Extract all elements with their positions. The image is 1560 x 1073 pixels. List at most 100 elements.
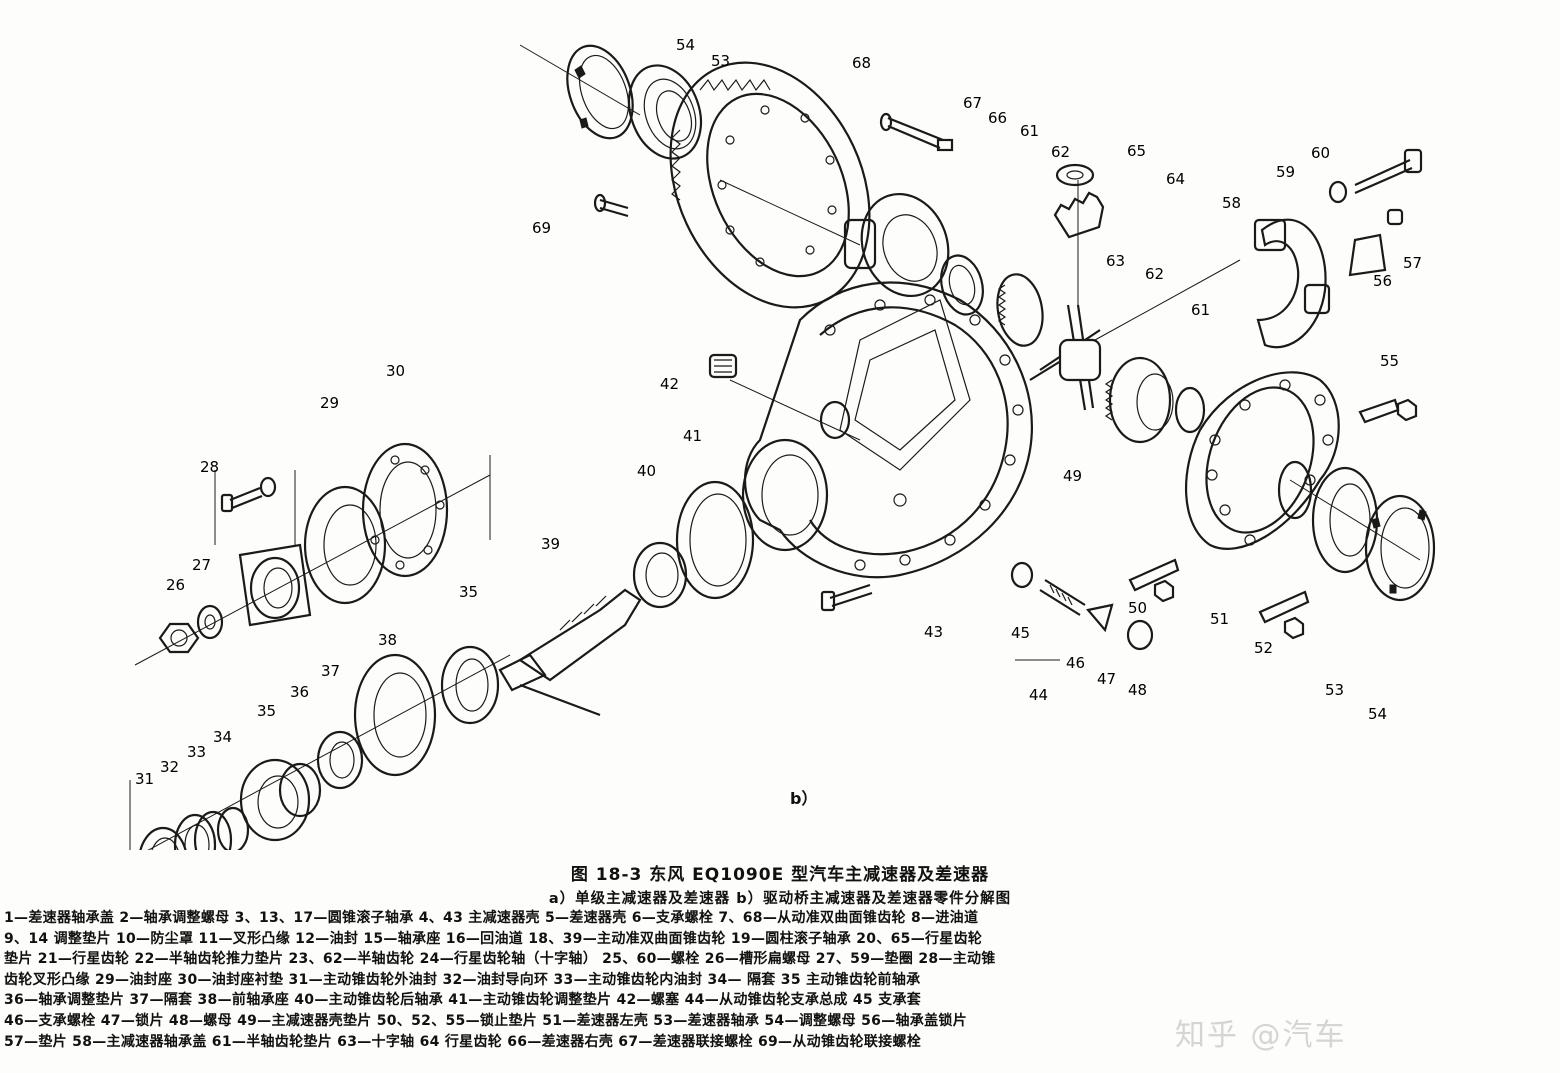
label-54-right: 54 xyxy=(1368,705,1387,723)
shim-36 xyxy=(278,762,322,818)
bolt-69 xyxy=(593,193,629,218)
spacer-37 xyxy=(316,730,364,790)
label-68: 68 xyxy=(852,54,871,72)
rear-bearing-40 xyxy=(632,541,688,609)
watermark: 知乎 @汽车 xyxy=(1175,1018,1347,1053)
yoke-flange-28 xyxy=(238,543,312,627)
bolt-28 xyxy=(220,476,277,513)
label-47: 47 xyxy=(1097,670,1116,688)
legend-line: 46—支承螺栓 47—锁片 48—螺母 49—主减速器壳垫片 50、52、55—… xyxy=(4,1012,967,1029)
label-46: 46 xyxy=(1066,654,1085,672)
label-35-upper: 35 xyxy=(459,583,478,601)
label-33: 33 xyxy=(187,743,206,761)
differential-right-case-66 xyxy=(843,192,950,298)
label-42: 42 xyxy=(660,375,679,393)
label-43: 43 xyxy=(924,623,943,641)
final-drive-housing-43 xyxy=(741,281,1033,579)
front-bearing-seat-38 xyxy=(353,653,437,777)
side-gear-62-right xyxy=(1104,356,1174,444)
lock-plate-47 xyxy=(1085,603,1114,633)
bearing-cap-58 xyxy=(1253,218,1331,349)
washer-57 xyxy=(1386,208,1404,226)
label-50: 50 xyxy=(1128,599,1147,617)
figure-caption: 图 18-3 东风 EQ1090E 型汽车主减速器及差速器 xyxy=(570,865,990,885)
label-27: 27 xyxy=(192,556,211,574)
figure-subcaption: a）单级主减速器及差速器 b）驱动桥主减速器及差速器零件分解图 xyxy=(548,891,1012,907)
plug-42 xyxy=(708,353,738,379)
lock-plate-52 xyxy=(1258,590,1310,640)
label-65: 65 xyxy=(1127,142,1146,160)
front-bearing-35-upper xyxy=(440,645,500,725)
label-41: 41 xyxy=(683,427,702,445)
label-31: 31 xyxy=(135,770,154,788)
parts-legend: 1—差速器轴承盖 2—轴承调整螺母 3、13、17—圆锥滚子轴承 4、43 主减… xyxy=(4,908,1556,1052)
label-45: 45 xyxy=(1011,624,1030,642)
label-61-top: 61 xyxy=(1020,122,1039,140)
support-sleeve-45 xyxy=(1010,561,1034,589)
label-59: 59 xyxy=(1276,163,1295,181)
label-53-right: 53 xyxy=(1325,681,1344,699)
side-gear-62-top xyxy=(996,273,1044,347)
inner-oil-seal-33 xyxy=(193,810,233,850)
exploded-view-drawing xyxy=(129,44,1436,850)
label-35-lower: 35 xyxy=(257,702,276,720)
label-62-top: 62 xyxy=(1051,143,1070,161)
bearing-53-top xyxy=(627,64,703,160)
label-51: 51 xyxy=(1210,610,1229,628)
drive-bevel-gear-39 xyxy=(498,588,642,717)
label-37: 37 xyxy=(321,662,340,680)
label-36: 36 xyxy=(290,683,309,701)
oil-seal-seat-29 xyxy=(303,485,387,605)
legend-line: 垫片 21—行星齿轮 22—半轴齿轮推力垫片 23、62—半轴齿轮 24—行星齿… xyxy=(4,951,996,968)
label-26: 26 xyxy=(166,576,185,594)
label-57: 57 xyxy=(1403,254,1422,272)
label-38: 38 xyxy=(378,631,397,649)
label-55: 55 xyxy=(1380,352,1399,370)
subfigure-label: b） xyxy=(790,789,818,808)
nut-26 xyxy=(158,622,200,654)
washer-61-right xyxy=(1174,386,1206,434)
nut-48 xyxy=(1126,619,1154,651)
bolt-43-lower xyxy=(820,583,873,612)
adjusting-nut-54-top xyxy=(566,44,634,140)
shim-41 xyxy=(675,480,755,600)
label-29: 29 xyxy=(320,394,339,412)
label-54-top: 54 xyxy=(676,36,695,54)
legend-line: 9、14 调整垫片 10—防尘罩 11—叉形凸缘 12—油封 15—轴承座 16… xyxy=(4,930,983,947)
label-39: 39 xyxy=(541,535,560,553)
label-58: 58 xyxy=(1222,194,1241,212)
planetary-gear-64 xyxy=(1053,191,1105,239)
adjusting-nut-54-right xyxy=(1364,494,1436,602)
label-67: 67 xyxy=(963,94,982,112)
label-69: 69 xyxy=(532,219,551,237)
lock-plate-56 xyxy=(1348,233,1387,277)
lock-plate-55 xyxy=(1358,398,1418,424)
label-44: 44 xyxy=(1029,686,1048,704)
connecting-bolt-67 xyxy=(879,112,954,152)
differential-left-case-51 xyxy=(1185,371,1340,550)
label-32: 32 xyxy=(160,758,179,776)
cross-shaft-63 xyxy=(1029,304,1102,411)
label-52: 52 xyxy=(1254,639,1273,657)
label-56: 56 xyxy=(1373,272,1392,290)
label-49: 49 xyxy=(1063,467,1082,485)
label-28: 28 xyxy=(200,458,219,476)
label-53-top: 53 xyxy=(711,52,730,70)
gasket-30 xyxy=(361,442,449,578)
planetary-gear-washer-65 xyxy=(1055,163,1095,187)
label-30: 30 xyxy=(386,362,405,380)
driven-bevel-gear-68 xyxy=(669,61,871,309)
lock-plate-50 xyxy=(1128,558,1180,603)
label-40: 40 xyxy=(637,462,656,480)
label-48: 48 xyxy=(1128,681,1147,699)
part-number-labels: 26 27 28 29 30 31 32 33 34 35 35 36 37 3… xyxy=(135,36,1422,788)
label-64: 64 xyxy=(1166,170,1185,188)
label-60: 60 xyxy=(1311,144,1330,162)
legend-line: 1—差速器轴承盖 2—轴承调整螺母 3、13、17—圆锥滚子轴承 4、43 主减… xyxy=(4,910,979,926)
legend-line: 齿轮叉形凸缘 29—油封座 30—油封座衬垫 31—主动锥齿轮外油封 32—油封… xyxy=(4,971,921,988)
outer-oil-seal-31 xyxy=(139,826,187,850)
support-bolt-46 xyxy=(1039,579,1086,616)
legend-line: 57—垫片 58—主减速器轴承盖 61—半轴齿轮垫片 63—十字轴 64 行星齿… xyxy=(4,1033,922,1050)
label-34: 34 xyxy=(213,728,232,746)
